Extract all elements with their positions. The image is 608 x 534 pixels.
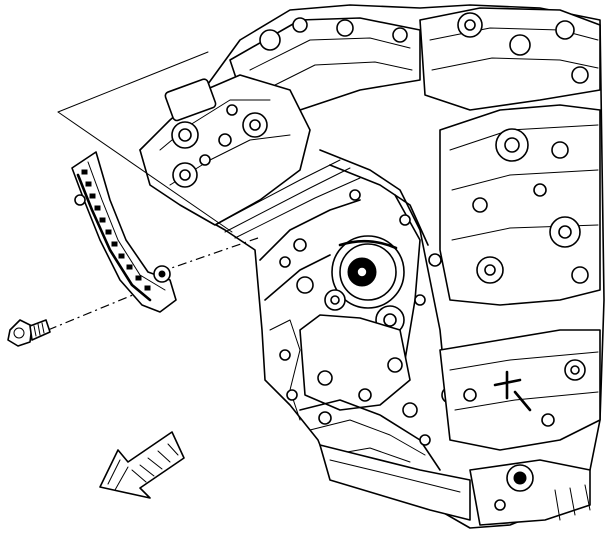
timing-chain-guide <box>71 151 177 313</box>
guide-teeth <box>81 169 151 291</box>
engine-block <box>139 4 605 529</box>
guide-bolt <box>7 319 51 347</box>
front-of-vehicle-arrow <box>99 431 185 499</box>
callout-lines <box>47 51 259 331</box>
